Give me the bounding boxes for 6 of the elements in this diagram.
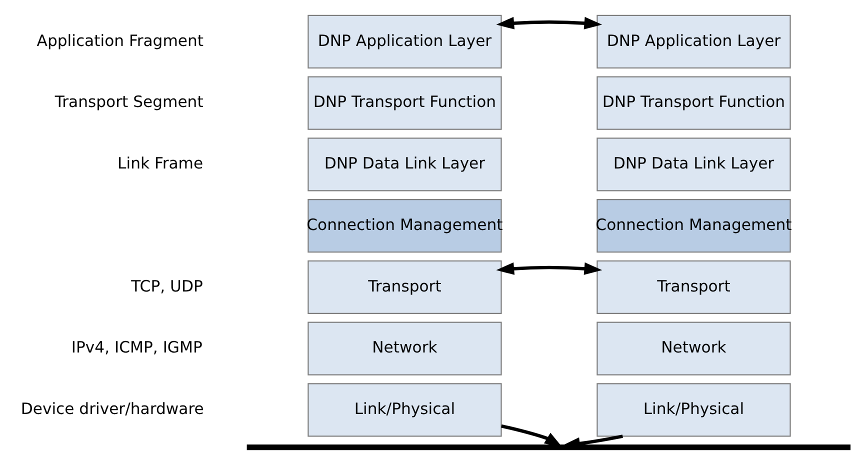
label: Application Fragment xyxy=(36,31,204,50)
label: IPv4, ICMP, IGMP xyxy=(71,338,202,356)
label: TCP, UDP xyxy=(131,276,203,295)
label: Link Frame xyxy=(118,154,204,172)
label: Transport Segment xyxy=(54,92,204,111)
label: Device driver/hardware xyxy=(20,400,204,418)
